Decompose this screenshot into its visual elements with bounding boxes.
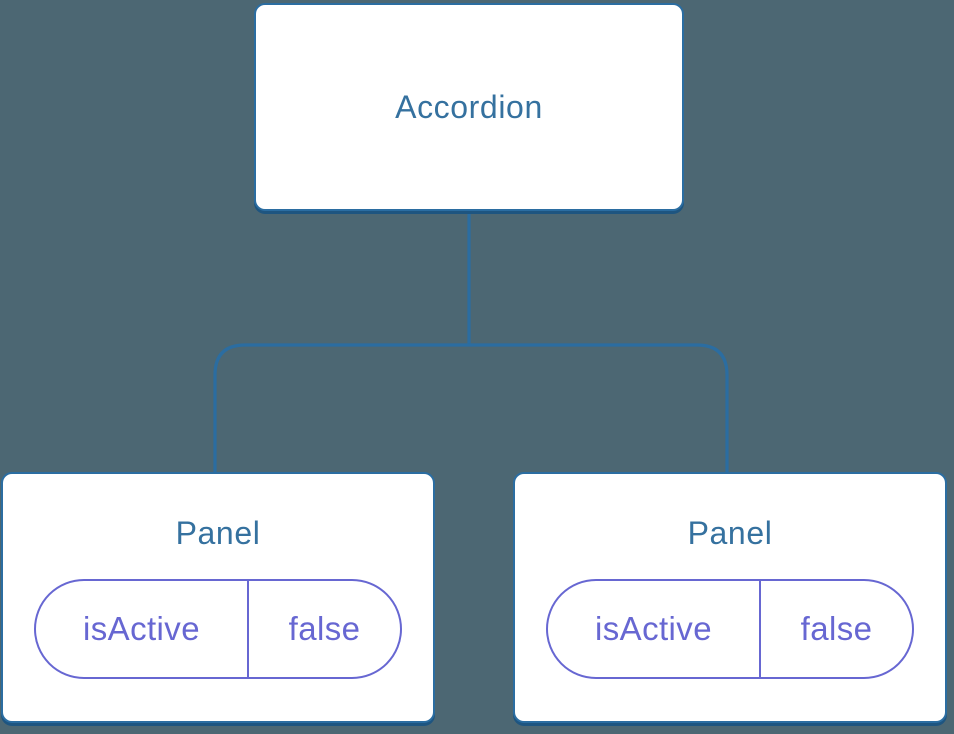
node-label-panel-1: Panel xyxy=(175,515,261,551)
component-node-panel-1: Panel isActive false xyxy=(1,472,435,723)
connector-branch xyxy=(213,343,729,472)
state-key-panel-1: isActive xyxy=(36,581,249,678)
component-node-panel-2: Panel isActive false xyxy=(513,472,947,723)
node-label-panel-2: Panel xyxy=(687,515,773,551)
state-pill-panel-1: isActive false xyxy=(34,579,402,680)
state-value-panel-1: false xyxy=(288,610,361,648)
node-label-accordion: Accordion xyxy=(395,88,543,125)
component-node-accordion: Accordion xyxy=(254,3,684,211)
state-value-panel-2: false xyxy=(800,610,873,648)
state-pill-panel-2: isActive false xyxy=(546,579,914,680)
state-key-panel-2: isActive xyxy=(548,581,761,678)
